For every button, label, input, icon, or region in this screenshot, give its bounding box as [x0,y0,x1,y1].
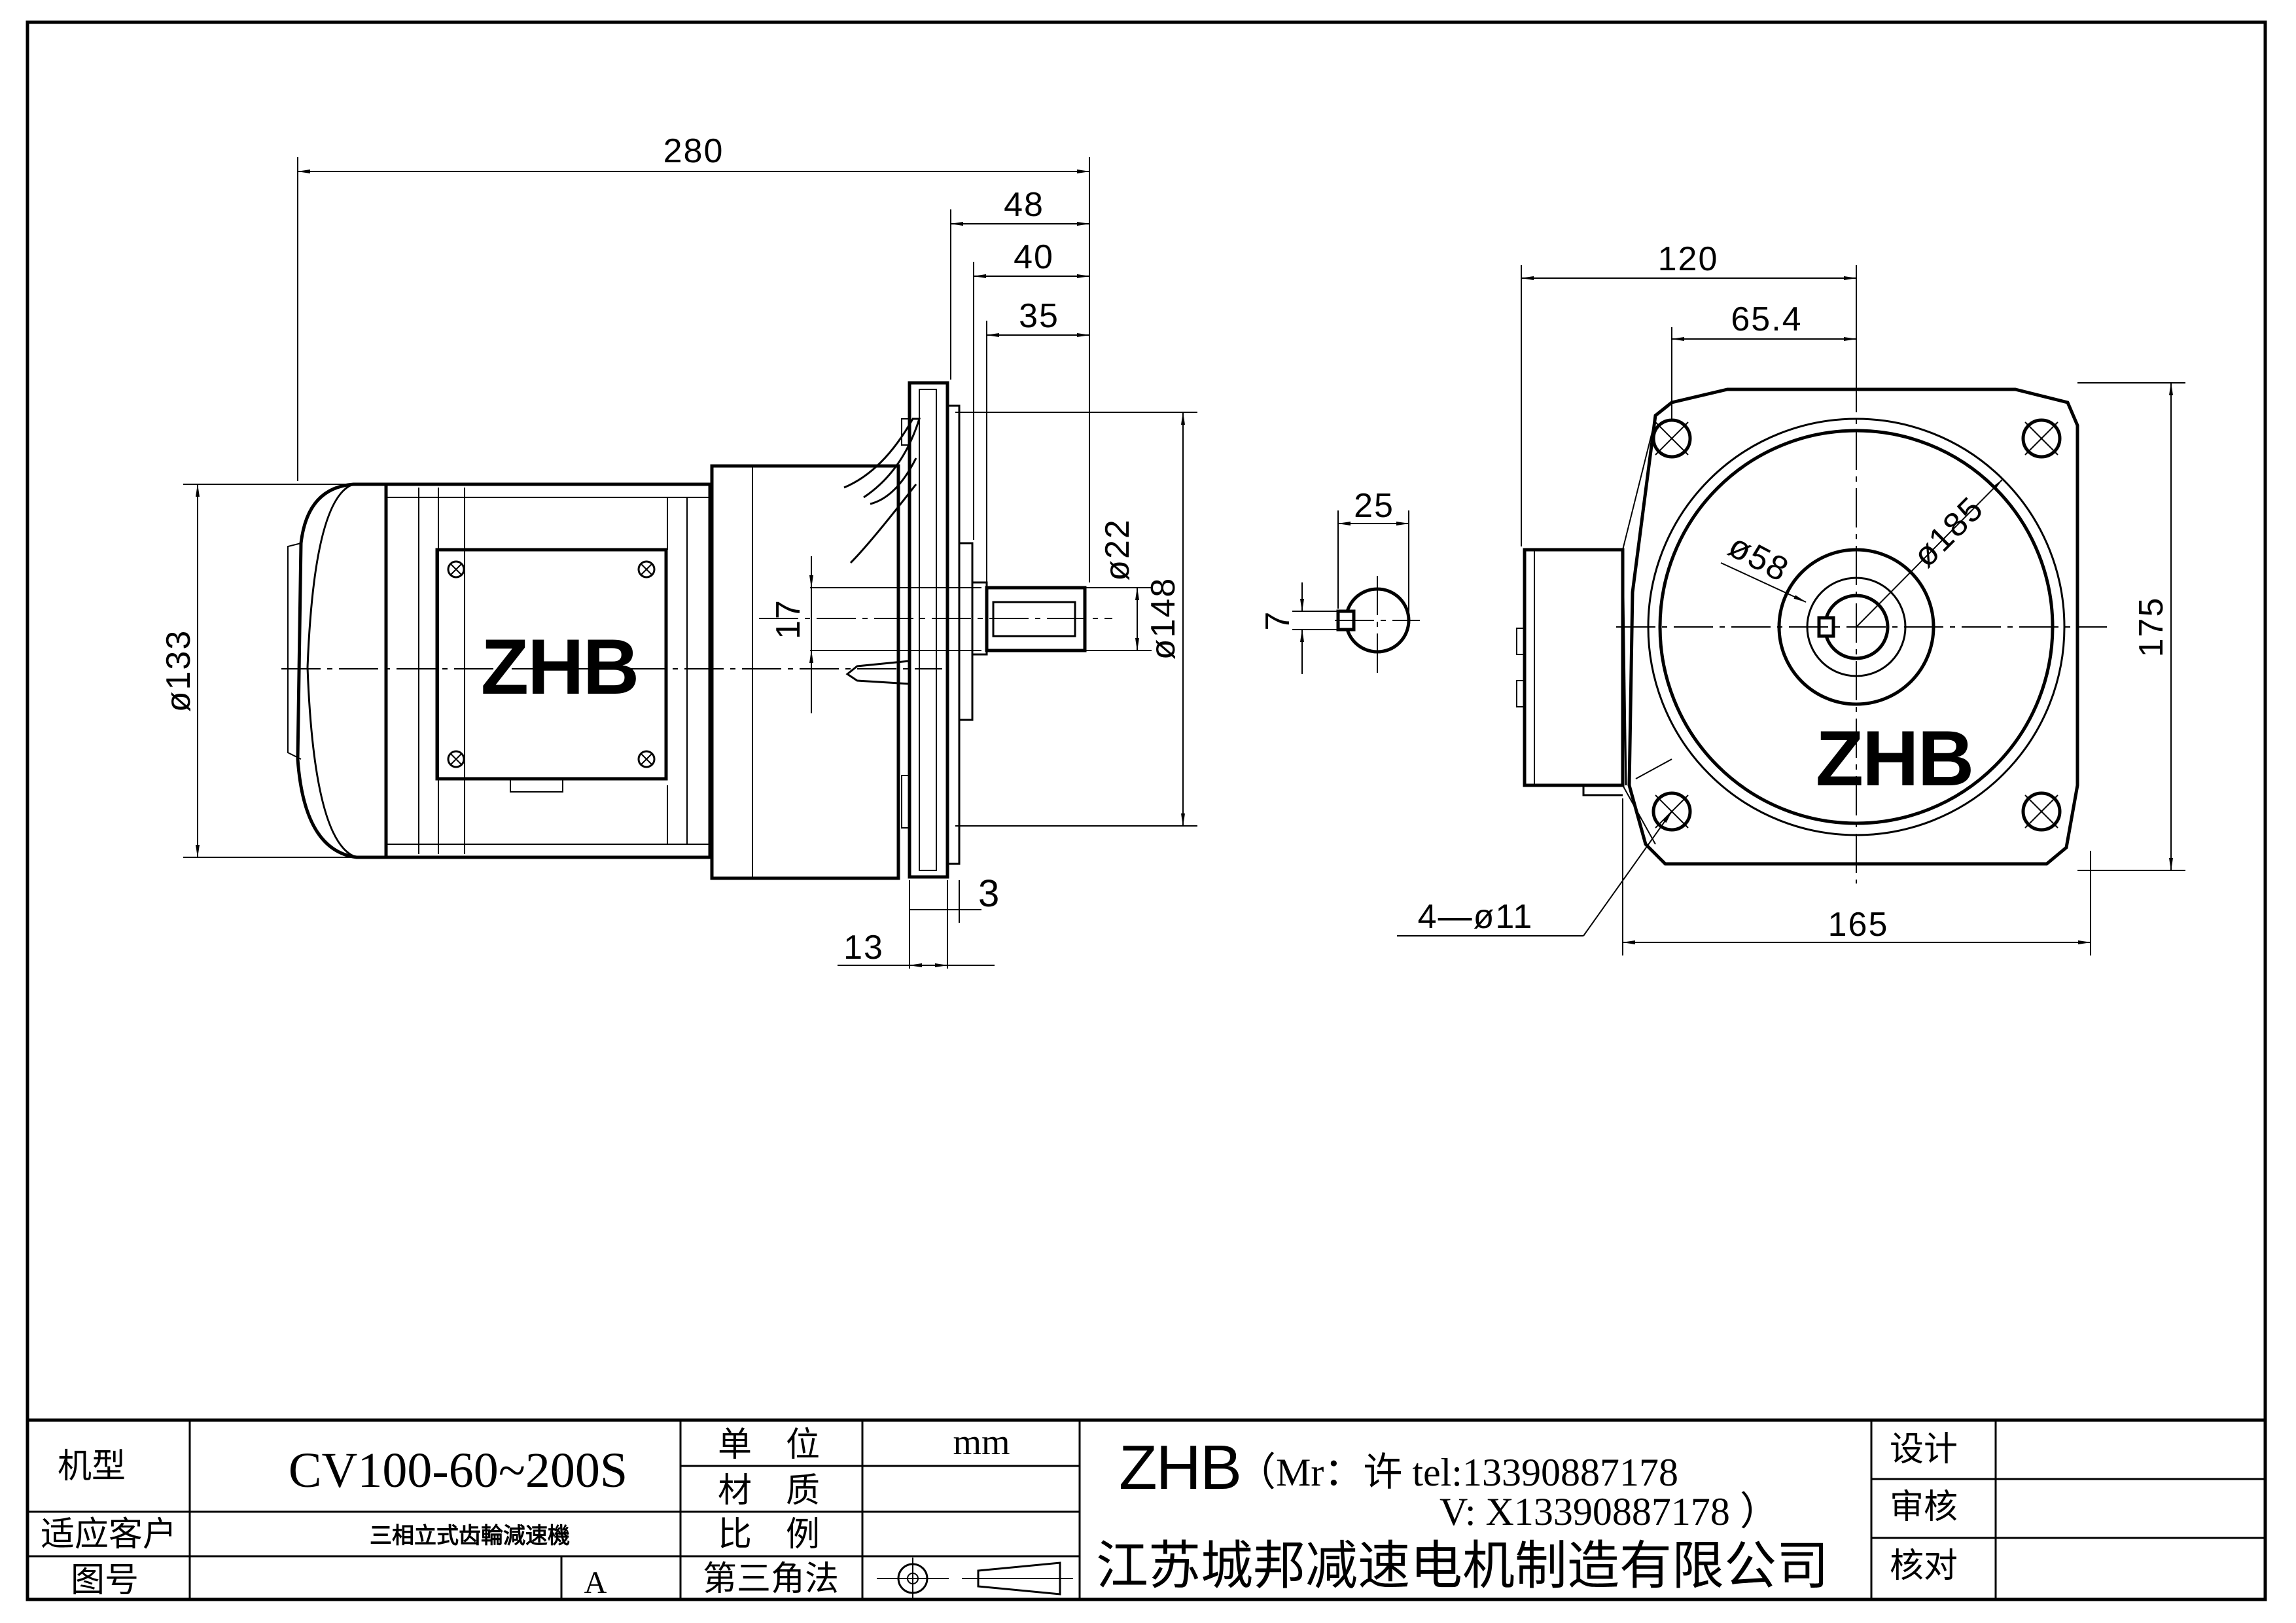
check-label: 核对 [1890,1546,1958,1586]
design-label: 设计 [1890,1430,1958,1469]
model-value: CV100-60~200S [289,1443,627,1498]
unit-label: 单 位 [718,1425,820,1465]
dim-35: 35 [1019,297,1059,335]
side-motor-box [1523,548,1625,787]
product-name: 三相立式齿輪減速機 [370,1523,570,1549]
mount-flange [908,381,949,879]
pilot-boss [958,542,974,721]
front-view: ZHB [1516,373,2107,883]
projection-label: 第三角法 [703,1560,839,1599]
dim-185: ø185 [1906,490,1991,575]
company-name: 江苏城邦减速电机制造有限公司 [1096,1538,1829,1596]
motor-logo: ZHB [481,623,639,711]
shaft-section-view: 25 7 [1259,487,1420,677]
dim-280: 280 [663,132,724,170]
model-label: 机型 [58,1447,126,1486]
third-angle-projection-symbol [877,1558,1073,1599]
dim-25: 25 [1354,487,1394,525]
dim-13: 13 [843,929,884,967]
dim-22: ø22 [1099,518,1137,581]
brand-name: ZHB [1119,1433,1241,1503]
dim-7: 7 [1259,611,1297,631]
dim-4-holes: 4—ø11 [1418,898,1534,936]
review-label: 审核 [1890,1488,1958,1527]
title-block: 机型 CV100-60~200S 适应客户 三相立式齿輪減速機 图号 A 单 位… [26,1418,2267,1601]
contact-line-2: V: X13390887178 ） [1439,1490,1779,1533]
dim-148: ø148 [1144,577,1182,660]
contact-line-1: （Mr：许 tel:13390887178 [1237,1451,1678,1494]
motor-body [384,482,712,859]
material-label: 材 质 [718,1471,820,1510]
side-view: ZHB [281,381,1112,880]
drawing-no-label: 图号 [71,1561,139,1600]
side-view-dimensions: 280 48 40 35 ø133 17 ø22 ø148 [160,132,1197,969]
square-flange [1627,387,2079,866]
dim-165: 165 [1828,906,1889,944]
dim-48: 48 [1004,186,1044,224]
drawing-no-value: A [584,1565,607,1600]
dim-3: 3 [978,872,1000,915]
dim-175: 175 [2132,597,2170,658]
gear-housing [710,464,900,880]
unit-value: mm [953,1422,1010,1463]
dim-17: 17 [769,599,807,639]
scale-label: 比 例 [718,1515,820,1554]
front-logo: ZHB [1816,715,1973,802]
customer-label: 适应客户 [41,1515,177,1554]
terminal-screws [447,560,656,768]
dim-40: 40 [1014,238,1054,276]
dim-65-4: 65.4 [1731,300,1802,338]
motor-end-cap [296,482,388,859]
dim-133: ø133 [160,630,198,713]
dim-120: 120 [1658,240,1719,278]
